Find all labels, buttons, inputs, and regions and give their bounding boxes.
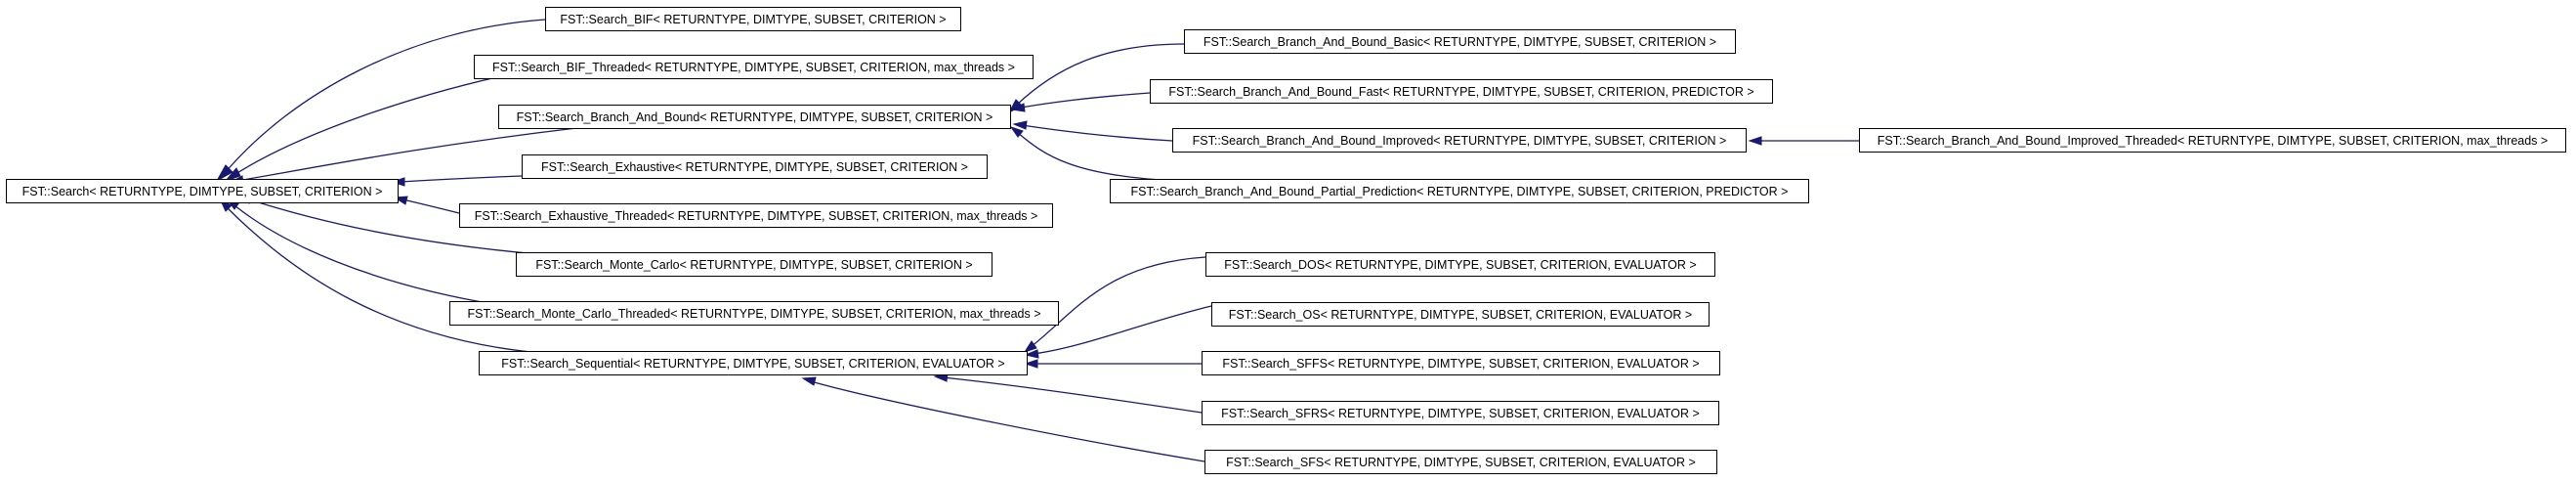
node-search-sfs[interactable]: FST::Search_SFS< RETURNTYPE, DIMTYPE, SU… (1204, 450, 1717, 474)
node-search-bab-improved[interactable]: FST::Search_Branch_And_Bound_Improved< R… (1172, 128, 1747, 153)
edge-bab-improved-to-bab (1021, 124, 1173, 142)
edge-sequential-to-search (226, 206, 553, 355)
arrow-bab-improved-threaded-to-bab-improved (1748, 136, 1762, 146)
arrow-exhaustive-to-search (391, 177, 405, 187)
node-search-os[interactable]: FST::Search_OS< RETURNTYPE, DIMTYPE, SUB… (1211, 302, 1710, 327)
node-search-bif-threaded-label: FST::Search_BIF_Threaded< RETURNTYPE, DI… (492, 60, 1015, 74)
node-search-bab-improved-threaded-label: FST::Search_Branch_And_Bound_Improved_Th… (1877, 133, 2549, 148)
node-search-sfrs-label: FST::Search_SFRS< RETURNTYPE, DIMTYPE, S… (1221, 406, 1700, 420)
node-search-bif-threaded[interactable]: FST::Search_BIF_Threaded< RETURNTYPE, DI… (474, 55, 1034, 79)
edge-bab-basic-to-bab (1015, 43, 1185, 107)
arrow-bab-fast-to-bab (1010, 103, 1026, 112)
edge-bab-fast-to-bab (1020, 92, 1151, 109)
arrow-sfs-to-sequential (801, 376, 817, 386)
edge-sfrs-to-sequential (942, 376, 1203, 414)
node-search-label: FST::Search< RETURNTYPE, DIMTYPE, SUBSET… (21, 184, 383, 198)
node-search-os-label: FST::Search_OS< RETURNTYPE, DIMTYPE, SUB… (1228, 307, 1693, 322)
edge-sfs-to-sequential (810, 380, 1205, 462)
node-search-sffs-label: FST::Search_SFFS< RETURNTYPE, DIMTYPE, S… (1222, 356, 1700, 371)
node-search-exhaustive-threaded-label: FST::Search_Exhaustive_Threaded< RETURNT… (474, 208, 1038, 223)
arrow-os-to-sequential (1024, 349, 1039, 359)
node-search-branch-and-bound[interactable]: FST::Search_Branch_And_Bound< RETURNTYPE… (498, 105, 1011, 129)
node-search-branch-and-bound-label: FST::Search_Branch_And_Bound< RETURNTYPE… (516, 110, 993, 124)
arrow-bab-improved-to-bab (1012, 120, 1028, 130)
edge-bif-to-search (224, 19, 546, 174)
arrow-sffs-to-sequential (1024, 359, 1038, 369)
edge-exhaustive-threaded-to-search (401, 198, 460, 214)
arrow-bab-partial-to-bab (1009, 126, 1024, 138)
edge-os-to-sequential (1033, 305, 1212, 355)
arrow-bif-threaded-to-search (224, 167, 241, 183)
node-search-bab-fast[interactable]: FST::Search_Branch_And_Bound_Fast< RETUR… (1150, 79, 1773, 104)
arrow-bif-to-search (215, 164, 233, 183)
node-search-bif[interactable]: FST::Search_BIF< RETURNTYPE, DIMTYPE, SU… (545, 7, 961, 31)
node-search-monte-carlo[interactable]: FST::Search_Monte_Carlo< RETURNTYPE, DIM… (516, 252, 992, 277)
edge-monte-carlo-to-search (245, 197, 563, 257)
edge-monte-carlo-threaded-to-search (233, 204, 494, 305)
node-search-exhaustive[interactable]: FST::Search_Exhaustive< RETURNTYPE, DIMT… (522, 154, 988, 179)
edge-dos-to-sequential (1030, 256, 1206, 348)
node-search-dos-label: FST::Search_DOS< RETURNTYPE, DIMTYPE, SU… (1224, 257, 1697, 272)
node-search-sequential-label: FST::Search_Sequential< RETURNTYPE, DIMT… (501, 356, 1005, 371)
edge-bab-to-search (236, 127, 577, 182)
node-search-monte-carlo-threaded-label: FST::Search_Monte_Carlo_Threaded< RETURN… (467, 306, 1041, 321)
node-search-sfs-label: FST::Search_SFS< RETURNTYPE, DIMTYPE, SU… (1226, 455, 1696, 469)
node-search-sequential[interactable]: FST::Search_Sequential< RETURNTYPE, DIMT… (479, 351, 1028, 375)
node-search-sfrs[interactable]: FST::Search_SFRS< RETURNTYPE, DIMTYPE, S… (1202, 401, 1719, 425)
node-search-bab-basic-label: FST::Search_Branch_And_Bound_Basic< RETU… (1203, 34, 1717, 49)
node-search-dos[interactable]: FST::Search_DOS< RETURNTYPE, DIMTYPE, SU… (1205, 252, 1715, 277)
node-search-bab-basic[interactable]: FST::Search_Branch_And_Bound_Basic< RETU… (1184, 29, 1736, 54)
node-search-monte-carlo-label: FST::Search_Monte_Carlo< RETURNTYPE, DIM… (535, 257, 973, 272)
node-search-bab-fast-label: FST::Search_Branch_And_Bound_Fast< RETUR… (1168, 84, 1754, 99)
arrow-dos-to-sequential (1023, 340, 1037, 353)
node-search-monte-carlo-threaded[interactable]: FST::Search_Monte_Carlo_Threaded< RETURN… (449, 301, 1059, 326)
node-search-bab-improved-threaded[interactable]: FST::Search_Branch_And_Bound_Improved_Th… (1859, 128, 2566, 153)
node-search-sffs[interactable]: FST::Search_SFFS< RETURNTYPE, DIMTYPE, S… (1202, 351, 1720, 375)
node-search-exhaustive-threaded[interactable]: FST::Search_Exhaustive_Threaded< RETURNT… (459, 203, 1053, 228)
edge-bab-partial-to-bab (1016, 131, 1178, 182)
node-search-bab-partial-prediction-label: FST::Search_Branch_And_Bound_Partial_Pre… (1130, 184, 1789, 198)
node-search-bab-improved-label: FST::Search_Branch_And_Bound_Improved< R… (1192, 133, 1727, 148)
node-search-bif-label: FST::Search_BIF< RETURNTYPE, DIMTYPE, SU… (560, 12, 947, 26)
node-search[interactable]: FST::Search< RETURNTYPE, DIMTYPE, SUBSET… (6, 179, 399, 203)
edge-exhaustive-to-search (400, 175, 523, 183)
node-search-bab-partial-prediction[interactable]: FST::Search_Branch_And_Bound_Partial_Pre… (1110, 179, 1809, 203)
node-search-exhaustive-label: FST::Search_Exhaustive< RETURNTYPE, DIMT… (541, 159, 968, 174)
